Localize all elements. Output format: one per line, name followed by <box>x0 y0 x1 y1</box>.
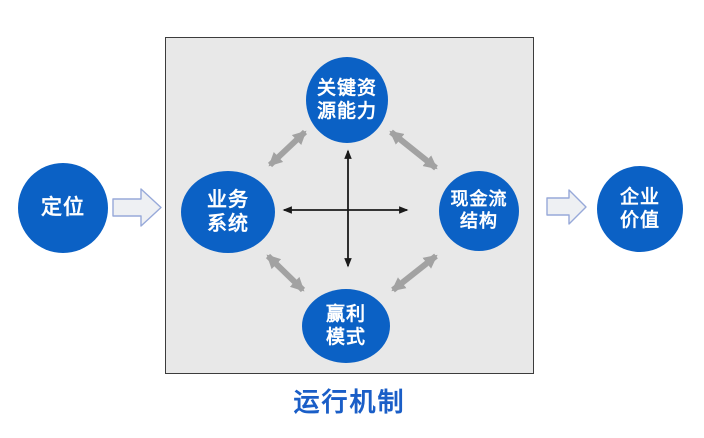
node-business-system-line2: 系统 <box>207 213 249 235</box>
flow-arrow-right <box>546 189 587 225</box>
node-enterprise-value: 企业 价值 <box>597 166 683 252</box>
flow-arrow-left <box>112 188 162 227</box>
node-enterprise-value-line1: 企业 <box>619 186 660 208</box>
node-cashflow-structure: 现金流 结构 <box>439 171 519 251</box>
node-key-resources-line2: 源能力 <box>316 101 377 122</box>
node-business-system: 业务 系统 <box>181 171 275 253</box>
node-profit-model-line1: 赢利 <box>325 303 366 325</box>
node-key-resources: 关键资 源能力 <box>306 57 388 143</box>
node-cashflow-structure-line1: 现金流 <box>450 189 508 210</box>
node-enterprise-value-line2: 价值 <box>619 210 660 231</box>
node-cashflow-structure-line2: 结构 <box>460 211 498 231</box>
node-key-resources-line1: 关键资 <box>316 77 377 99</box>
node-positioning-label: 定位 <box>41 196 85 220</box>
box-caption: 运行机制 <box>293 387 406 417</box>
node-profit-model: 赢利 模式 <box>302 289 390 363</box>
node-positioning: 定位 <box>18 163 108 253</box>
node-profit-model-line2: 模式 <box>325 327 366 348</box>
node-business-system-line1: 业务 <box>207 188 249 211</box>
